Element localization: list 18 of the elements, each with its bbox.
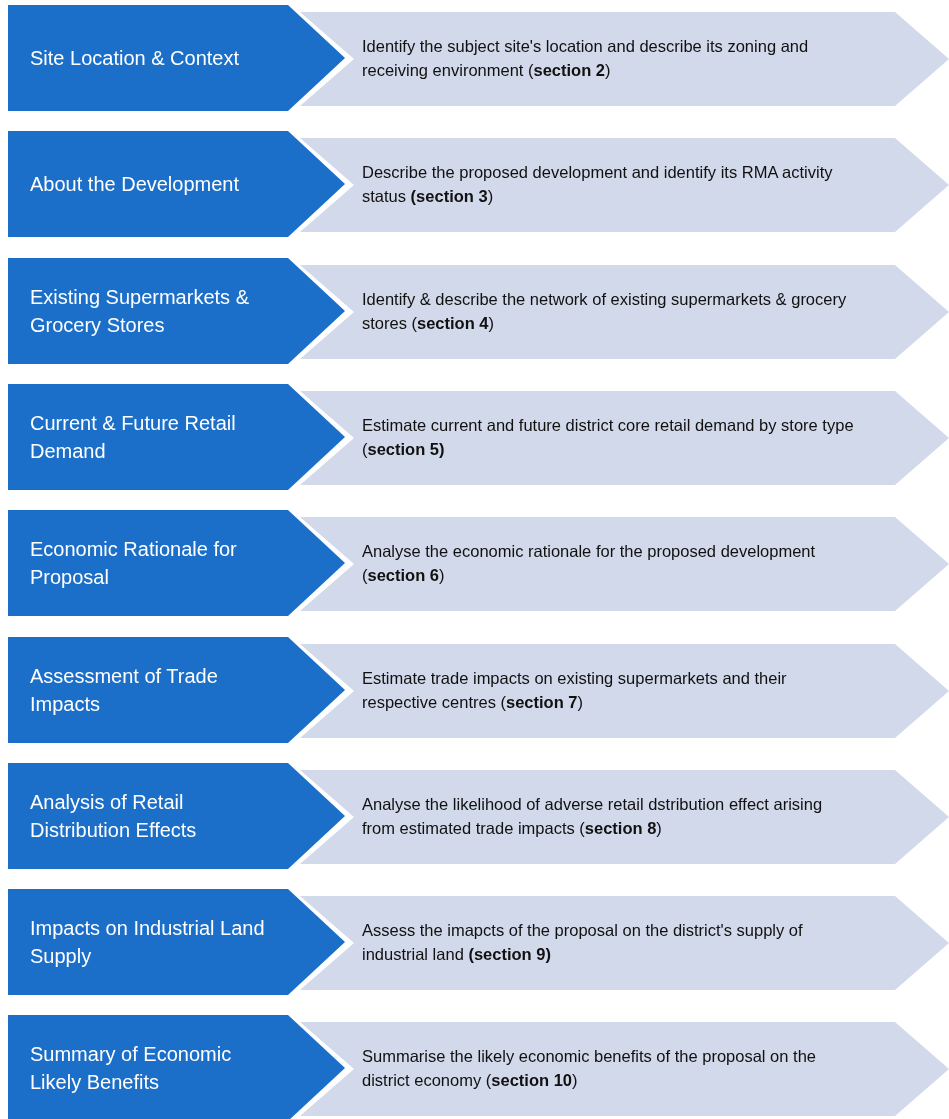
step-title: Current & Future Retail Demand: [30, 410, 237, 464]
step-title: Impacts on Industrial Land Supply: [30, 916, 266, 970]
step-description: Describe the proposed development and identify its RMA activity status (section 3): [362, 162, 834, 208]
step-title: Summary of Economic Likely Benefits: [30, 1042, 233, 1096]
step-title: Site Location & Context: [30, 46, 239, 71]
step-description: Estimate current and future district core retail demand by store type (section 5): [362, 414, 855, 460]
step-description: Analyse the likelihood of adverse retail dstribution effect arising from estimated trade impacts (section 8): [362, 793, 824, 839]
step-description: Summarise the likely economic benefits of the proposal on the district economy (section 10): [362, 1046, 817, 1092]
step-title: Economic Rationale for Proposal: [30, 537, 238, 591]
step-description: Assess the imapcts of the proposal on the district's supply of industrial land (section 9): [362, 920, 804, 966]
step-title: Analysis of Retail Distribution Effects: [30, 789, 198, 843]
step-title: Existing Supermarkets & Grocery Stores: [30, 284, 250, 338]
step-title: About the Development: [30, 172, 240, 198]
step-description: Identify & describe the network of existing supermarkets & grocery stores (section 4): [362, 288, 848, 334]
step-description: Analyse the economic rationale for the proposed development (section 6): [362, 541, 817, 587]
step-description: Estimate trade impacts on existing supermarkets and their respective centres (section 7): [362, 667, 788, 713]
step-title: Assessment of Trade Impacts: [30, 663, 219, 717]
step-description: Identify the subject site's location and describe its zoning and receiving environment (section 2): [362, 36, 810, 81]
